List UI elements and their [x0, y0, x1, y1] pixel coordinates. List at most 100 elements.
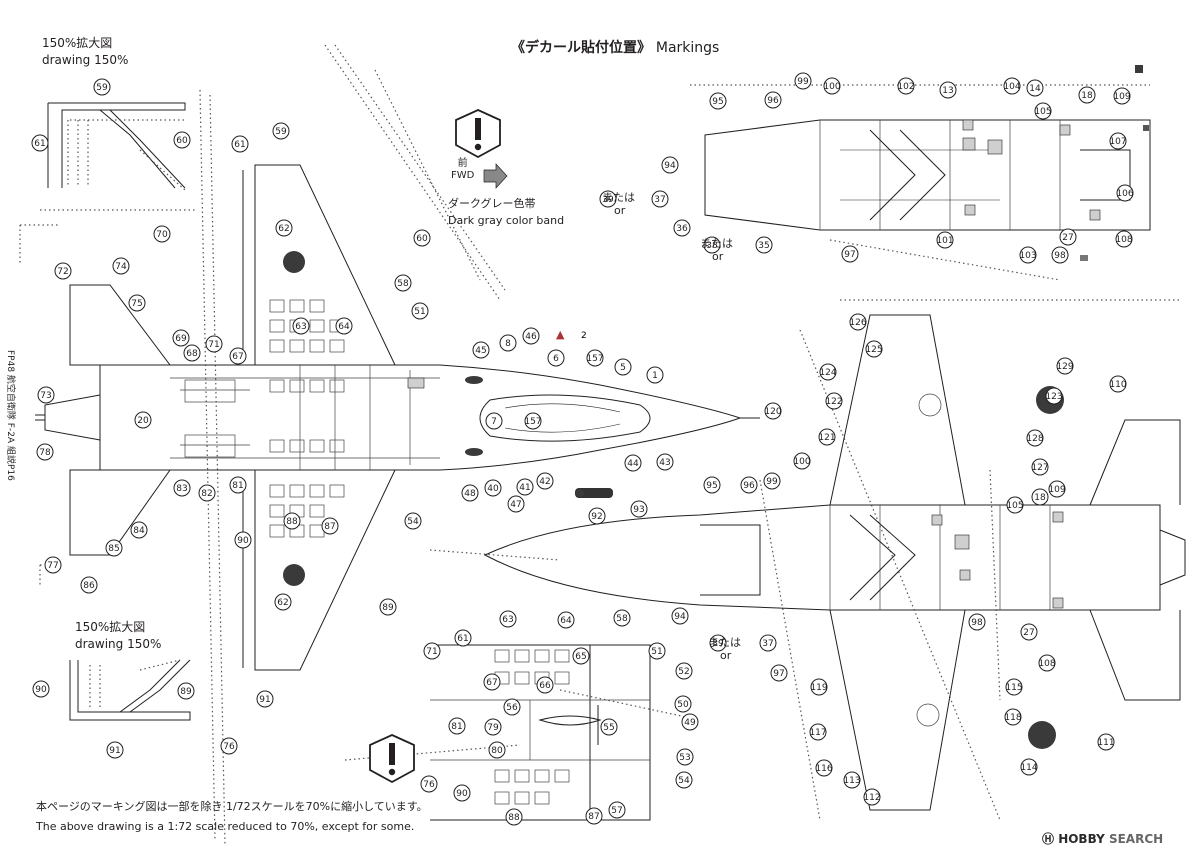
- callout-43: 43: [656, 453, 674, 471]
- callout-5: 5: [614, 358, 632, 376]
- callout-85: 85: [105, 539, 123, 557]
- svg-text:71: 71: [208, 340, 219, 350]
- svg-text:86: 86: [83, 581, 95, 591]
- callout-61: 61: [454, 629, 472, 647]
- callout-68: 68: [183, 344, 201, 362]
- callout-47: 47: [507, 495, 525, 513]
- svg-text:52: 52: [678, 667, 689, 677]
- callout-82: 82: [198, 484, 216, 502]
- callout-91: 91: [256, 690, 274, 708]
- svg-text:35: 35: [758, 241, 769, 251]
- callout-76: 76: [420, 775, 438, 793]
- svg-text:126: 126: [849, 318, 866, 328]
- callout-94: 94: [661, 156, 679, 174]
- svg-text:58: 58: [397, 279, 409, 289]
- callout-63: 63: [292, 317, 310, 335]
- callout-95: 95: [703, 476, 721, 494]
- callout-83: 83: [173, 479, 191, 497]
- svg-text:97: 97: [844, 250, 855, 260]
- svg-text:48: 48: [464, 489, 476, 499]
- svg-text:59: 59: [275, 127, 287, 137]
- callout-99: 99: [794, 72, 812, 90]
- svg-text:95: 95: [712, 97, 723, 107]
- callout-1: 1: [646, 366, 664, 384]
- callout-99: 99: [763, 472, 781, 490]
- callout-77: 77: [44, 556, 62, 574]
- callout-37: 37: [759, 634, 777, 652]
- callout-92: 92: [588, 507, 606, 525]
- callout-6: 6: [547, 349, 565, 367]
- svg-text:27: 27: [1062, 233, 1073, 243]
- callout-89: 89: [177, 682, 195, 700]
- callout-103: 103: [1019, 246, 1037, 264]
- svg-text:71: 71: [426, 647, 437, 657]
- callout-57: 57: [608, 801, 626, 819]
- svg-text:91: 91: [109, 746, 120, 756]
- svg-text:124: 124: [819, 368, 836, 378]
- svg-text:59: 59: [96, 83, 108, 93]
- svg-text:41: 41: [519, 483, 530, 493]
- callout-40: 40: [484, 479, 502, 497]
- callout-111: 111: [1097, 733, 1115, 751]
- svg-text:121: 121: [818, 433, 835, 443]
- svg-text:117: 117: [809, 728, 826, 738]
- svg-text:95: 95: [706, 481, 717, 491]
- svg-text:42: 42: [539, 477, 550, 487]
- zoom-detail-bottom: [69, 659, 191, 721]
- callout-70: 70: [153, 225, 171, 243]
- svg-text:90: 90: [456, 789, 468, 799]
- svg-text:54: 54: [407, 517, 419, 527]
- svg-text:14: 14: [1029, 84, 1041, 94]
- callout-20: 20: [134, 411, 152, 429]
- callout-69: 69: [172, 329, 190, 347]
- svg-text:94: 94: [674, 612, 686, 622]
- callout-65: 65: [572, 647, 590, 665]
- svg-text:53: 53: [679, 753, 690, 763]
- callout-81: 81: [229, 476, 247, 494]
- callout-98: 98: [1051, 246, 1069, 264]
- svg-text:68: 68: [186, 349, 198, 359]
- callout-97: 97: [841, 245, 859, 263]
- callout-125: 125: [865, 340, 883, 358]
- svg-text:37: 37: [654, 195, 665, 205]
- svg-text:20: 20: [137, 416, 149, 426]
- callout-122: 122: [825, 392, 843, 410]
- callout-58: 58: [394, 274, 412, 292]
- decal-dotted-lines: [19, 44, 1180, 846]
- callout-54: 54: [404, 512, 422, 530]
- svg-text:76: 76: [223, 742, 235, 752]
- svg-text:112: 112: [863, 793, 880, 803]
- svg-text:62: 62: [277, 598, 288, 608]
- svg-text:58: 58: [616, 614, 628, 624]
- brand-watermark: Ⓗ HOBBY SEARCH: [1042, 832, 1164, 846]
- callout-36: 36: [673, 219, 691, 237]
- svg-text:96: 96: [743, 481, 755, 491]
- svg-text:105: 105: [1006, 501, 1023, 511]
- svg-text:39: 39: [602, 195, 614, 205]
- callout-96: 96: [740, 476, 758, 494]
- callout-50: 50: [674, 695, 692, 713]
- svg-text:62: 62: [278, 224, 289, 234]
- callout-100: 100: [793, 452, 811, 470]
- callout-94: 94: [671, 607, 689, 625]
- svg-text:127: 127: [1031, 463, 1048, 473]
- callout-109: 109: [1048, 480, 1066, 498]
- svg-text:78: 78: [39, 448, 51, 458]
- callout-90: 90: [453, 784, 471, 802]
- svg-text:99: 99: [766, 477, 778, 487]
- callout-113: 113: [843, 771, 861, 789]
- callout-55: 55: [600, 718, 618, 736]
- callout-63: 63: [499, 610, 517, 628]
- svg-text:84: 84: [133, 526, 145, 536]
- callout-100: 100: [823, 77, 841, 95]
- callout-74: 74: [112, 257, 130, 275]
- callout-7: 7: [485, 412, 503, 430]
- svg-text:77: 77: [47, 561, 58, 571]
- svg-text:115: 115: [1005, 683, 1022, 693]
- triangle-marker: ▲: [556, 328, 565, 341]
- callout-59: 59: [272, 122, 290, 140]
